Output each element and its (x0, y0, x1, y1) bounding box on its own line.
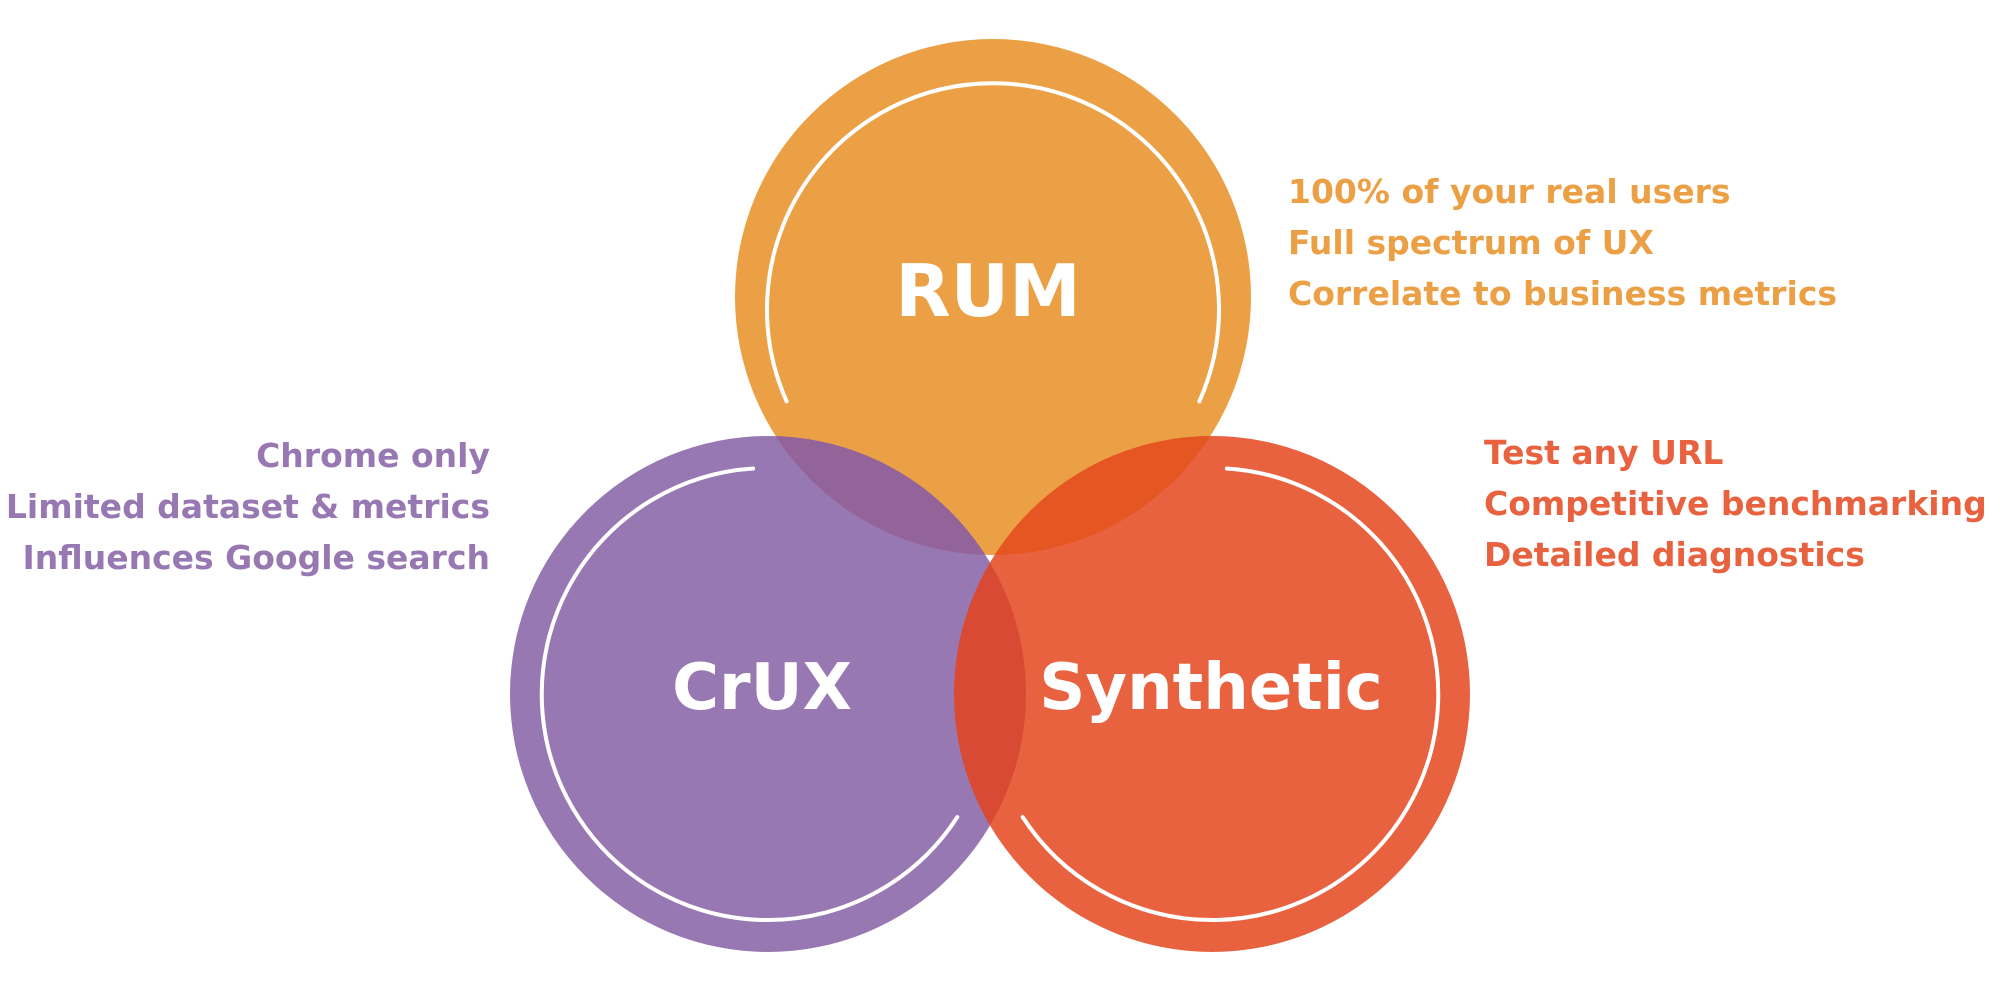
synthetic-bullet: Competitive benchmarking (1484, 484, 1987, 523)
crux-bullets: Chrome only Limited dataset & metrics In… (6, 430, 490, 583)
synthetic-label: Synthetic (1039, 651, 1382, 725)
rum-bullets: 100% of your real users Full spectrum of… (1288, 166, 1837, 319)
rum-inner-ring (765, 81, 1221, 404)
rum-circle (735, 39, 1251, 555)
crux-bullet: Influences Google search (22, 538, 490, 577)
synthetic-bullets: Test any URL Competitive benchmarking De… (1484, 427, 1987, 580)
rum-bullet: Full spectrum of UX (1288, 223, 1654, 262)
rum-bullet: Correlate to business metrics (1288, 274, 1838, 313)
synthetic-inner-ring (1020, 466, 1441, 923)
rum-bullet: 100% of your real users (1288, 172, 1731, 211)
synthetic-circle (954, 436, 1470, 952)
crux-inner-ring (539, 466, 960, 923)
crux-bullet: Chrome only (256, 436, 490, 475)
synthetic-bullet: Detailed diagnostics (1484, 535, 1865, 574)
rum-label: RUM (895, 249, 1081, 333)
synthetic-bullet: Test any URL (1484, 433, 1724, 472)
crux-bullet: Limited dataset & metrics (5, 487, 490, 526)
crux-circle (510, 436, 1026, 952)
crux-label: CrUX (672, 651, 852, 725)
